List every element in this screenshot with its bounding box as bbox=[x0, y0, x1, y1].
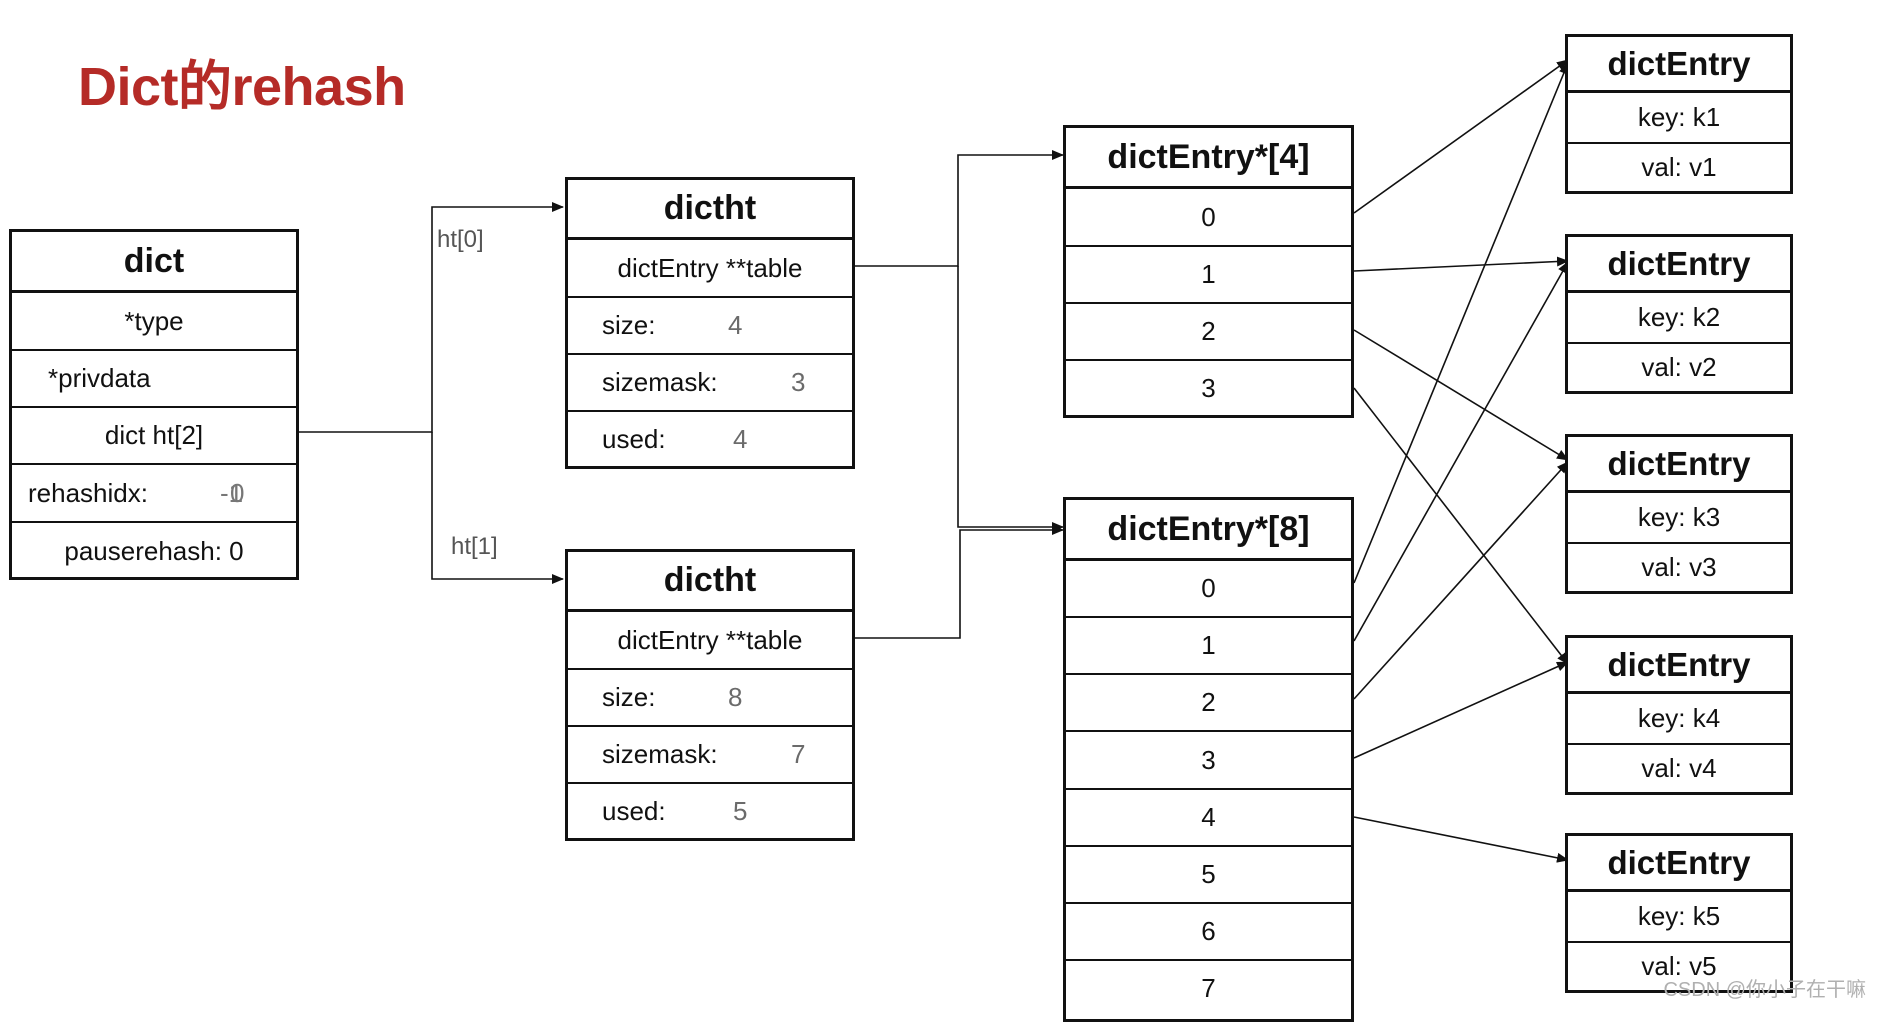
rehashidx-label: rehashidx: bbox=[28, 477, 148, 508]
table1-to-array8-connector bbox=[853, 525, 1064, 639]
a8-slot3-to-k4 bbox=[1353, 661, 1569, 759]
dictht1-table-field: dictEntry **table bbox=[568, 610, 852, 668]
ht1-connector bbox=[431, 432, 564, 584]
array4-slot: 1 bbox=[1066, 245, 1351, 302]
watermark-text: CSDN @你小子在干嘛 bbox=[1663, 979, 1866, 1001]
dict-rehashidx-field: rehashidx: -1 0 bbox=[12, 463, 296, 521]
entry-header: dictEntry bbox=[1568, 836, 1790, 890]
array4-header: dictEntry*[4] bbox=[1066, 128, 1351, 187]
a8-slot2-to-k3 bbox=[1353, 461, 1569, 700]
dictentry-k4: dictEntry key: k4 val: v4 bbox=[1565, 635, 1793, 795]
dictht1-sizemask-field: sizemask: 7 bbox=[568, 725, 852, 782]
array8-slot: 7 bbox=[1066, 959, 1351, 1016]
array4-slot: 3 bbox=[1066, 359, 1351, 415]
dictht0-size-field: size: 4 bbox=[568, 296, 852, 353]
dictht0-used-value: 4 bbox=[733, 423, 748, 454]
sizemask-label: sizemask: bbox=[602, 367, 718, 397]
dictht1-used-value: 5 bbox=[733, 795, 748, 826]
dictht0-table-field: dictEntry **table bbox=[568, 238, 852, 296]
entry-header: dictEntry bbox=[1568, 638, 1790, 692]
dictentry-array4: dictEntry*[4] 0 1 2 3 bbox=[1063, 125, 1354, 418]
dictentry-k1: dictEntry key: k1 val: v1 bbox=[1565, 34, 1793, 194]
array8-slot: 2 bbox=[1066, 673, 1351, 730]
dict-privdata-field: *privdata bbox=[12, 349, 296, 406]
entry-key: key: k2 bbox=[1568, 291, 1790, 342]
dict-ht-field: dict ht[2] bbox=[12, 406, 296, 463]
used-label: used: bbox=[602, 795, 666, 826]
array8-slot: 3 bbox=[1066, 730, 1351, 788]
array8-slot: 5 bbox=[1066, 845, 1351, 902]
dict-pauserehash-field: pauserehash: 0 bbox=[12, 521, 296, 580]
a4-slot2-to-k3 bbox=[1353, 329, 1569, 461]
ht0-connector bbox=[298, 202, 564, 433]
a4-slot1-to-k2 bbox=[1353, 256, 1569, 272]
entry-key: key: k5 bbox=[1568, 890, 1790, 941]
entry-key: key: k4 bbox=[1568, 692, 1790, 743]
dictht0-size-value: 4 bbox=[728, 310, 743, 340]
dictht1-sizemask-value: 7 bbox=[791, 739, 806, 769]
entry-key: key: k1 bbox=[1568, 91, 1790, 142]
entry-header: dictEntry bbox=[1568, 437, 1790, 491]
dictht0-header: dictht bbox=[568, 180, 852, 238]
array4-slot: 0 bbox=[1066, 187, 1351, 245]
entry-val: val: v4 bbox=[1568, 743, 1790, 792]
a8-slot0-to-k1 bbox=[1353, 62, 1569, 584]
array8-slot: 0 bbox=[1066, 559, 1351, 616]
dictht1-size-value: 8 bbox=[728, 682, 743, 712]
ht1-label: ht[1] bbox=[451, 533, 498, 560]
dictht0-sizemask-value: 3 bbox=[791, 367, 806, 397]
dict-type-field: *type bbox=[12, 291, 296, 349]
a4-slot3-to-k4 bbox=[1353, 387, 1569, 665]
entry-val: val: v3 bbox=[1568, 542, 1790, 591]
dictht0-used-field: used: 4 bbox=[568, 410, 852, 466]
dictht0-box: dictht dictEntry **table size: 4 sizemas… bbox=[565, 177, 855, 469]
entry-val: val: v5 bbox=[1568, 941, 1790, 990]
dictht1-box: dictht dictEntry **table size: 8 sizemas… bbox=[565, 549, 855, 841]
sizemask-label: sizemask: bbox=[602, 739, 718, 769]
entry-key: key: k3 bbox=[1568, 491, 1790, 542]
dictentry-k2: dictEntry key: k2 val: v2 bbox=[1565, 234, 1793, 394]
size-label: size: bbox=[602, 310, 656, 340]
dict-box: dict *type *privdata dict ht[2] rehashid… bbox=[9, 229, 299, 580]
a8-slot1-to-k2 bbox=[1353, 261, 1569, 642]
size-label: size: bbox=[602, 682, 656, 712]
array8-slot: 4 bbox=[1066, 788, 1351, 845]
entry-header: dictEntry bbox=[1568, 237, 1790, 291]
array4-slot: 2 bbox=[1066, 302, 1351, 359]
entry-val: val: v2 bbox=[1568, 342, 1790, 391]
ht0-label: ht[0] bbox=[437, 226, 484, 253]
array8-slot: 1 bbox=[1066, 616, 1351, 673]
dictentry-k3: dictEntry key: k3 val: v3 bbox=[1565, 434, 1793, 594]
array8-slot: 6 bbox=[1066, 902, 1351, 959]
dictht1-used-field: used: 5 bbox=[568, 782, 852, 838]
array8-header: dictEntry*[8] bbox=[1066, 500, 1351, 559]
rehashidx-old-value: -1 bbox=[220, 477, 244, 508]
used-label: used: bbox=[602, 423, 666, 454]
rehashidx-new-value: 0 bbox=[230, 477, 245, 508]
diagram-title: Dict的rehash bbox=[78, 57, 406, 117]
entry-header: dictEntry bbox=[1568, 37, 1790, 91]
entry-val: val: v1 bbox=[1568, 142, 1790, 191]
a4-slot0-to-k1 bbox=[1353, 59, 1569, 214]
table0-to-array8-connector bbox=[957, 266, 1064, 532]
dictentry-k5: dictEntry key: k5 val: v5 bbox=[1565, 833, 1793, 993]
dictht0-sizemask-field: sizemask: 3 bbox=[568, 353, 852, 410]
a8-slot4-to-k5 bbox=[1353, 816, 1569, 863]
dictentry-array8: dictEntry*[8] 0 1 2 3 4 5 6 7 bbox=[1063, 497, 1354, 1022]
dict-header: dict bbox=[12, 232, 296, 291]
table0-to-array4-connector bbox=[853, 150, 1064, 267]
dictht1-header: dictht bbox=[568, 552, 852, 610]
dictht1-size-field: size: 8 bbox=[568, 668, 852, 725]
